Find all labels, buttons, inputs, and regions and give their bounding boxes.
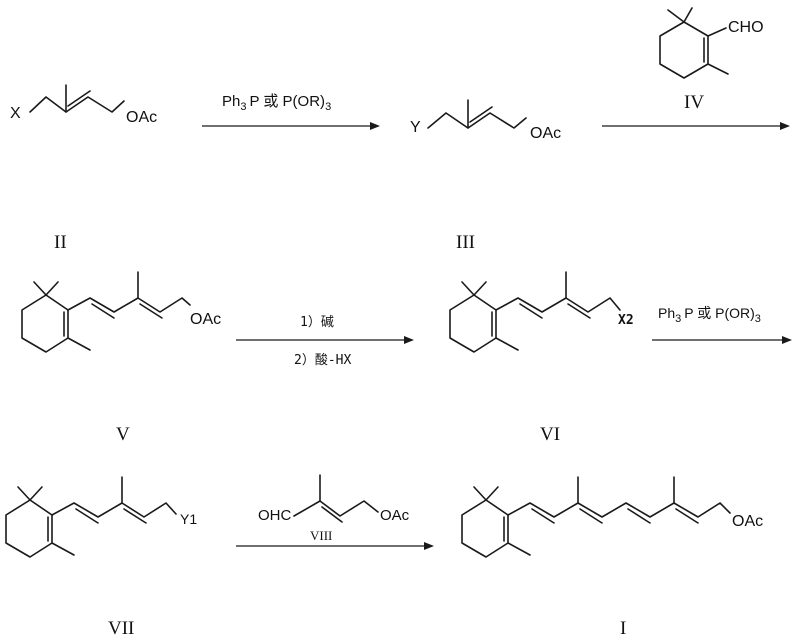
compound-V-group: OAc (190, 311, 221, 328)
compound-II-right-group: OAc (126, 109, 157, 126)
compound-VIII-label: VIII (310, 528, 332, 543)
compound-VII-group: Y1 (180, 511, 197, 527)
compound-II-structure: X OAc (10, 84, 157, 126)
compound-VIII-right-group: OAc (380, 507, 410, 524)
compound-V-structure: OAc (21, 271, 221, 353)
compound-I-label: I (620, 618, 626, 639)
compound-IV-label: IV (684, 92, 704, 113)
compound-IV-structure: CHO IV (659, 7, 764, 113)
arrow-step-3: 1）碱 2）酸-HX (236, 315, 414, 368)
compound-VII-structure: Y1 (5, 476, 197, 558)
reagent-step-3-base: 1）碱 (300, 315, 334, 330)
compound-VIII-structure: OHC OAc VIII (258, 474, 410, 543)
compound-VI-label: VI (540, 424, 560, 445)
reagent-step-3-acid: 2）酸-HX (294, 353, 351, 368)
compound-II-left-group: X (10, 105, 21, 122)
compound-VIII-left-group: OHC (258, 507, 292, 524)
compound-III-right-group: OAc (530, 125, 561, 142)
compound-III-label: III (456, 232, 475, 253)
arrow-step-2 (602, 122, 790, 130)
compound-VII-label: VII (108, 618, 134, 639)
compound-V-label: V (116, 424, 130, 445)
compound-I-group: OAc (732, 513, 763, 530)
compound-VI-structure: X2 (449, 271, 634, 353)
arrow-step-5 (236, 542, 434, 550)
compound-II-label: II (54, 232, 67, 253)
compound-I-structure: OAc (461, 476, 763, 558)
compound-III-structure: Y OAc (410, 99, 561, 142)
compound-VI-group: X2 (618, 313, 634, 328)
compound-IV-group: CHO (728, 19, 764, 36)
compound-III-left-group: Y (410, 119, 421, 136)
